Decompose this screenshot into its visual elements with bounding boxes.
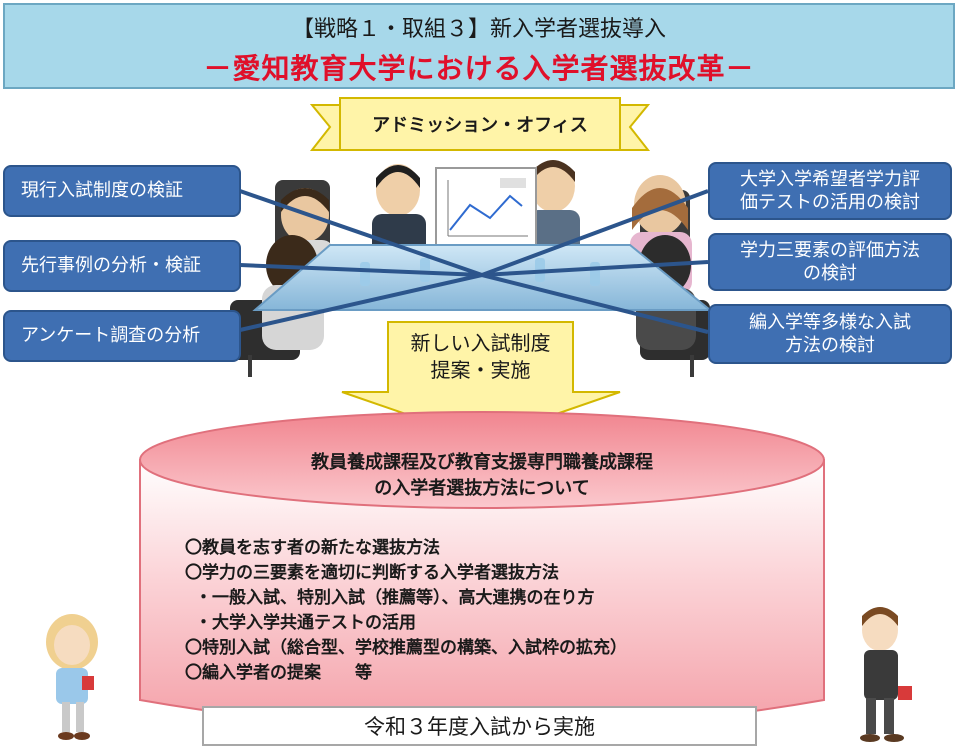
left-item-2: 先行事例の分析・検証 bbox=[3, 240, 241, 292]
right-item-3-line1: 編入学等多様な入試 bbox=[749, 311, 911, 333]
title-box: 【戦略１・取組３】新入学者選抜導入 －愛知教育大学における入学者選抜改革－ bbox=[3, 3, 955, 89]
cylinder bbox=[139, 411, 825, 731]
admission-office-label: アドミッション・オフィス bbox=[372, 115, 588, 136]
title-main: 【戦略１・取組３】新入学者選抜導入 bbox=[291, 17, 666, 42]
right-item-1-line1: 大学入学希望者学力評 bbox=[740, 168, 920, 190]
title-sub: －愛知教育大学における入学者選抜改革－ bbox=[203, 52, 755, 85]
arrow-text: 新しい入試制度 提案・実施 bbox=[388, 330, 573, 384]
list-item: 〇学力の三要素を適切に判断する入学者選抜方法 bbox=[185, 563, 559, 583]
arrow-line2: 提案・実施 bbox=[430, 358, 531, 382]
connector-lines bbox=[239, 189, 709, 334]
cylinder-title: 教員養成課程及び教育支援専門職養成課程 の入学者選抜方法について bbox=[150, 450, 814, 502]
list-item: 〇編入学者の提案 等 bbox=[185, 663, 372, 683]
banner-ribbon bbox=[309, 97, 651, 151]
right-item-3: 編入学等多様な入試 方法の検討 bbox=[708, 304, 952, 364]
girl-student-illustration bbox=[46, 614, 98, 740]
cylinder-title-line1: 教員養成課程及び教育支援専門職養成課程 bbox=[311, 452, 653, 473]
right-item-2-line1: 学力三要素の評価方法 bbox=[740, 239, 920, 261]
list-item: 〇教員を志す者の新たな選抜方法 bbox=[185, 538, 440, 558]
cylinder-list: 〇教員を志す者の新たな選抜方法 〇学力の三要素を適切に判断する入学者選抜方法 ・… bbox=[185, 536, 805, 686]
table bbox=[252, 244, 713, 311]
arrow-line1: 新しい入試制度 bbox=[410, 331, 551, 355]
list-item: 〇特別入試（総合型、学校推薦型の構築、入試枠の拡充） bbox=[185, 638, 627, 658]
list-item: ・大学入学共通テストの活用 bbox=[195, 613, 416, 633]
right-item-3-line2: 方法の検討 bbox=[785, 335, 875, 356]
right-item-1-line2: 価テストの活用の検討 bbox=[740, 192, 920, 213]
right-item-1: 大学入学希望者学力評 価テストの活用の検討 bbox=[708, 162, 952, 220]
left-item-1: 現行入試制度の検証 bbox=[3, 165, 241, 217]
right-item-2-line2: の検討 bbox=[803, 263, 857, 284]
cylinder-title-line2: の入学者選抜方法について bbox=[374, 478, 590, 500]
right-item-2: 学力三要素の評価方法 の検討 bbox=[708, 233, 952, 291]
left-item-3: アンケート調査の分析 bbox=[3, 310, 241, 362]
list-item: ・一般入試、特別入試（推薦等）、高大連携の在り方 bbox=[195, 588, 595, 608]
boy-student-illustration bbox=[860, 607, 912, 742]
implementation-box: 令和３年度入試から実施 bbox=[202, 706, 757, 746]
